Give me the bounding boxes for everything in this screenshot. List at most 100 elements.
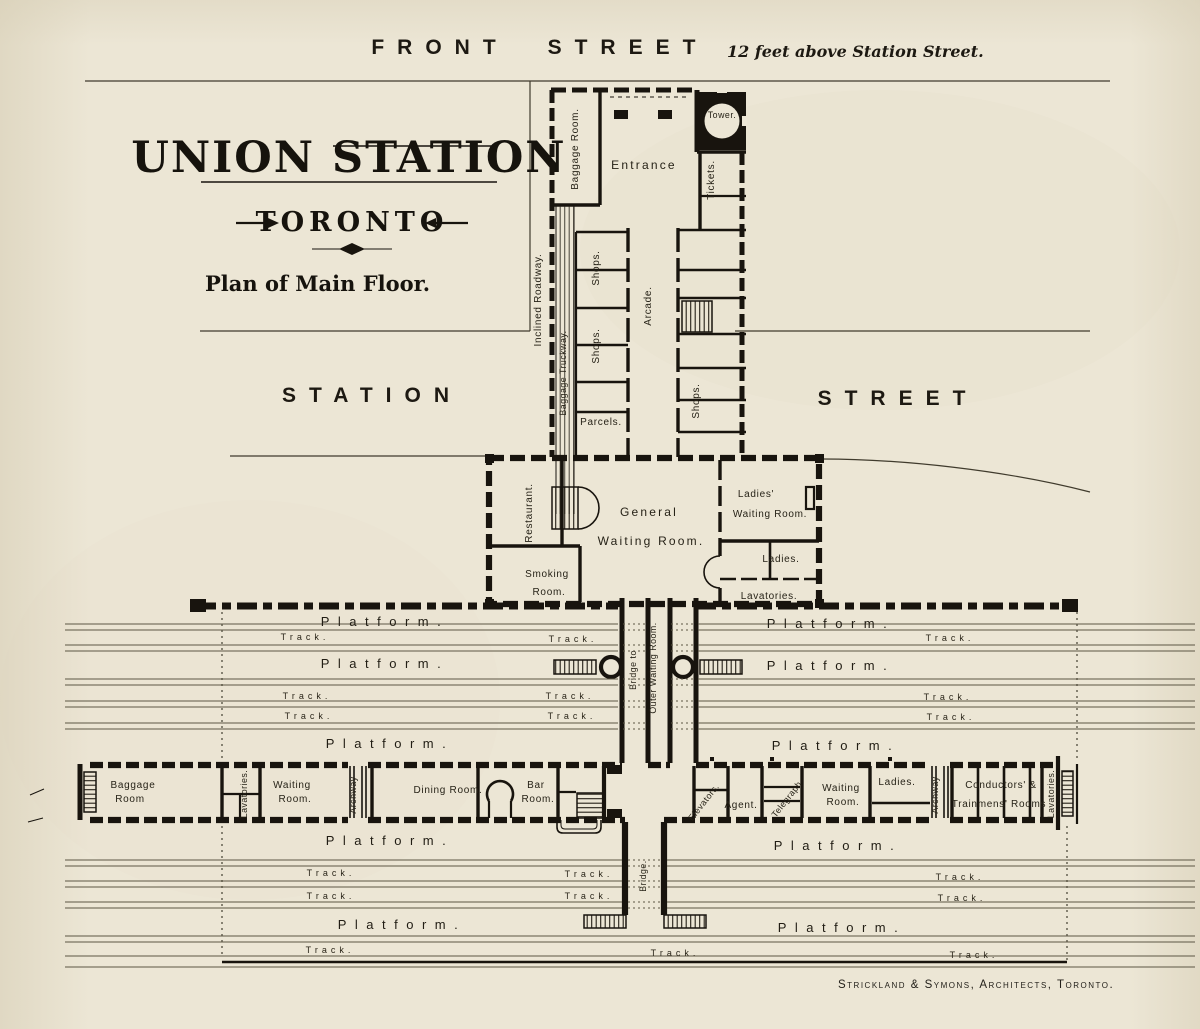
title-block: UNION STATION TORONTO Plan of Main Floor… (131, 133, 566, 296)
baggage-truckway-ramp (556, 206, 574, 514)
label-inclined-roadway: Inclined Roadway. (533, 254, 544, 347)
front-street-note: 12 feet above Station Street. (727, 42, 984, 61)
track-label: Track. (938, 893, 987, 903)
room-label-conductors-2: Trainmens' Rooms (952, 799, 1046, 810)
room-label-shops-1: Shops. (591, 250, 602, 285)
track-label: Track. (565, 891, 614, 901)
platform-label: Platform. (338, 917, 467, 932)
room-label-smoking-1: Smoking (525, 569, 569, 580)
track-label: Track. (281, 632, 330, 642)
platform-label: Platform. (321, 614, 450, 629)
platform-steps (699, 659, 743, 675)
track-label: Track. (307, 868, 356, 878)
paper-stain (0, 500, 500, 900)
platform-label: Platform. (778, 920, 907, 935)
track-label: Track. (565, 869, 614, 879)
waiting-room-stairs (551, 486, 579, 530)
room-label-lavatories-right: Lavatories. (1046, 770, 1056, 819)
track-lines (65, 623, 1195, 968)
track-label: Track. (651, 948, 700, 958)
title-city: TORONTO (256, 207, 449, 238)
room-label-tower: Tower. (708, 110, 736, 120)
bridge-note-1: Bridge to (628, 650, 638, 690)
room-label-ladies-waiting-1: Ladies' (738, 489, 774, 500)
page-title: UNION STATION (131, 133, 566, 183)
track-label: Track. (283, 691, 332, 701)
room-label-baggage-lower-2: Room (115, 794, 144, 805)
bridge-pillar (598, 654, 624, 680)
platform-label: Platform. (326, 736, 455, 751)
platform-steps (553, 659, 597, 675)
outer-stairs (576, 792, 604, 819)
track-label: Track. (936, 872, 985, 882)
front-street-label: FRONT (371, 36, 508, 59)
bridge-label: Bridge. (638, 860, 648, 891)
room-label-bar-1: Bar (527, 780, 545, 791)
room-label-ladies-waiting-2: Waiting Room. (733, 509, 807, 520)
room-label-agent: Agent. (724, 800, 757, 811)
track-label: Track. (549, 634, 598, 644)
bridge-pillar (670, 654, 696, 680)
edge-shade-right (1130, 0, 1200, 1029)
platform-label: Platform. (767, 616, 896, 631)
room-label-restaurant: Restaurant. (524, 483, 535, 542)
title-subtitle: Plan of Main Floor. (205, 271, 430, 296)
room-label-entrance: Entrance (611, 158, 677, 172)
platform-track-labels: Platform. Platform. Platform. Platform. Plat… (281, 614, 999, 960)
platform-label: Platform. (772, 738, 901, 753)
outer-building (77, 756, 1079, 834)
architect-credit: Strickland & Symons, Architects, Toronto… (838, 979, 1114, 991)
room-label-waiting-right-2: Room. (827, 797, 860, 808)
fireplace-niche (804, 485, 816, 511)
room-label-parcels: Parcels. (580, 417, 622, 428)
edge-shade-left (0, 0, 90, 1029)
platform-label: Platform. (774, 838, 903, 853)
room-label-lavatories-left: Lavatories. (239, 770, 249, 819)
room-label-arcade: Arcade. (643, 286, 654, 325)
end-stairs (1061, 770, 1074, 817)
track-label: Track. (924, 692, 973, 702)
room-label-shops-3: Shops. (691, 383, 702, 418)
platform-label: Platform. (767, 658, 896, 673)
track-label: Track. (306, 945, 355, 955)
room-label-baggage-lower-1: Baggage (111, 780, 156, 791)
platform-label: Platform. (321, 656, 450, 671)
room-label-archway-left: Archway (348, 776, 358, 813)
room-label-waiting-right-1: Waiting (822, 783, 860, 794)
bridge-note-2: Outer Waiting Room. (648, 622, 658, 713)
street-lines (85, 80, 1110, 493)
tower-room (704, 103, 740, 139)
track-label: Track. (950, 950, 999, 960)
paper-stain (580, 90, 1180, 410)
track-label: Track. (285, 711, 334, 721)
room-label-ladies: Ladies. (762, 554, 799, 565)
track-label: Track. (548, 711, 597, 721)
station-street-label2: STREET (818, 387, 979, 410)
track-label: Track. (926, 633, 975, 643)
arcade-stairs (681, 300, 713, 333)
room-label-shops-2: Shops. (591, 328, 602, 363)
room-label-general-waiting-1: General (620, 505, 678, 519)
room-label-general-waiting-2: Waiting Room. (598, 534, 705, 548)
central-block (485, 454, 824, 608)
room-label-waiting-left-2: Room. (279, 794, 312, 805)
track-label: Track. (307, 891, 356, 901)
track-label: Track. (546, 691, 595, 701)
room-label-conductors-1: Conductors' & (965, 780, 1037, 791)
room-label-ladies-lower: Ladies. (878, 777, 915, 788)
bridge-steps (583, 914, 627, 929)
platform-label: Platform. (326, 833, 455, 848)
room-label-waiting-left-1: Waiting (273, 780, 311, 791)
room-label-archway-right: Archway (930, 776, 940, 813)
room-label-baggage: Baggage Room. (570, 108, 581, 189)
room-label-smoking-2: Room. (533, 587, 566, 598)
bridge-steps (663, 914, 707, 929)
track-label: Track. (927, 712, 976, 722)
lower-platform-zone (27, 788, 1068, 964)
end-stairs (83, 771, 97, 813)
room-label-tickets: Tickets. (706, 160, 717, 200)
front-street-label2: STREET (548, 36, 709, 59)
upper-platform-zone (190, 598, 1078, 763)
